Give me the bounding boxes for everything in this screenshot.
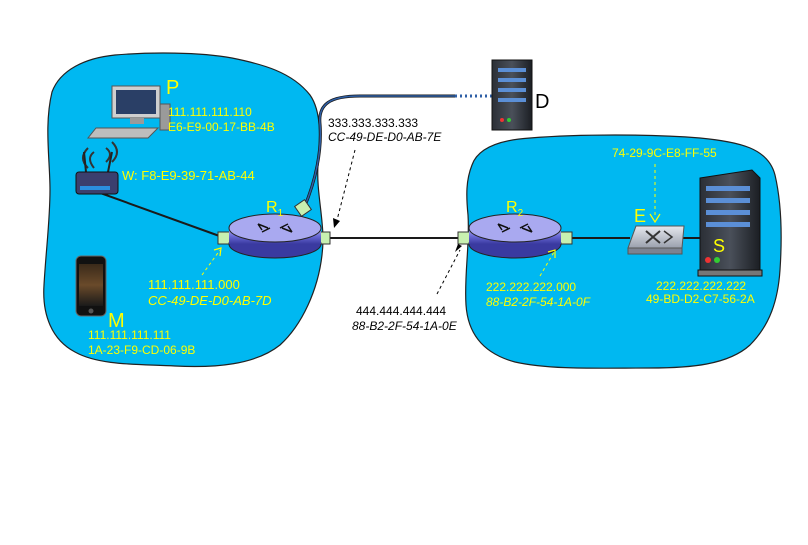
node-p-mac: E6-E9-00-17-BB-4B [168, 120, 275, 134]
label-pointers-yellow [201, 164, 656, 277]
router-r2-right-ip: 222.222.222.000 [486, 280, 576, 294]
router-r2-icon [457, 213, 573, 259]
router-r2-left-ip: 444.444.444.444 [356, 304, 446, 318]
router-r2-right-mac: 88-B2-2F-54-1A-0F [486, 295, 591, 309]
label-pointers [335, 149, 461, 295]
server-s-mac: 49-BD-D2-C7-56-2A [646, 292, 755, 306]
arrowheads-yellow [213, 213, 661, 258]
node-p-name: P [166, 77, 179, 99]
node-m-ip: 111.111.111.111 [88, 328, 171, 342]
switch-e-icon [627, 225, 685, 255]
node-w-label: W: F8-E9-39-71-AB-44 [122, 168, 255, 183]
server-s-ip: 222.222.222.222 [656, 279, 746, 293]
router-r1-left-mac: CC-49-DE-D0-AB-7D [148, 293, 272, 308]
server-s-name: S [713, 236, 725, 256]
server-s-icon [697, 169, 763, 277]
router-r1-icon [217, 198, 331, 259]
router-r1-top-mac: CC-49-DE-D0-AB-7E [328, 130, 442, 144]
arrowheads [333, 218, 462, 252]
node-m-name: M [108, 310, 125, 332]
link-r1-d [302, 94, 455, 209]
server-d-icon [491, 59, 533, 131]
router-r1-name: R1 [266, 199, 284, 219]
router-r1-top-ip: 333.333.333.333 [328, 116, 418, 130]
router-r1-left-ip: 111.111.111.000 [148, 277, 240, 292]
server-d-name: D [535, 91, 549, 113]
link-w-r1 [91, 189, 226, 239]
node-p-ip: 111.111.111.110 [168, 105, 252, 119]
switch-e-name: E [634, 206, 646, 226]
router-r2-name: R2 [506, 199, 524, 219]
smartphone-icon [75, 255, 107, 317]
link-r1-d-inner [303, 95, 455, 209]
node-m-mac: 1A-23-F9-CD-06-9B [88, 343, 195, 357]
desktop-computer-icon [86, 85, 171, 139]
switch-e-mac: 74-29-9C-E8-FF-55 [612, 146, 717, 160]
wireless-access-point-icon [75, 141, 119, 195]
router-r2-left-mac: 88-B2-2F-54-1A-0E [352, 319, 458, 333]
